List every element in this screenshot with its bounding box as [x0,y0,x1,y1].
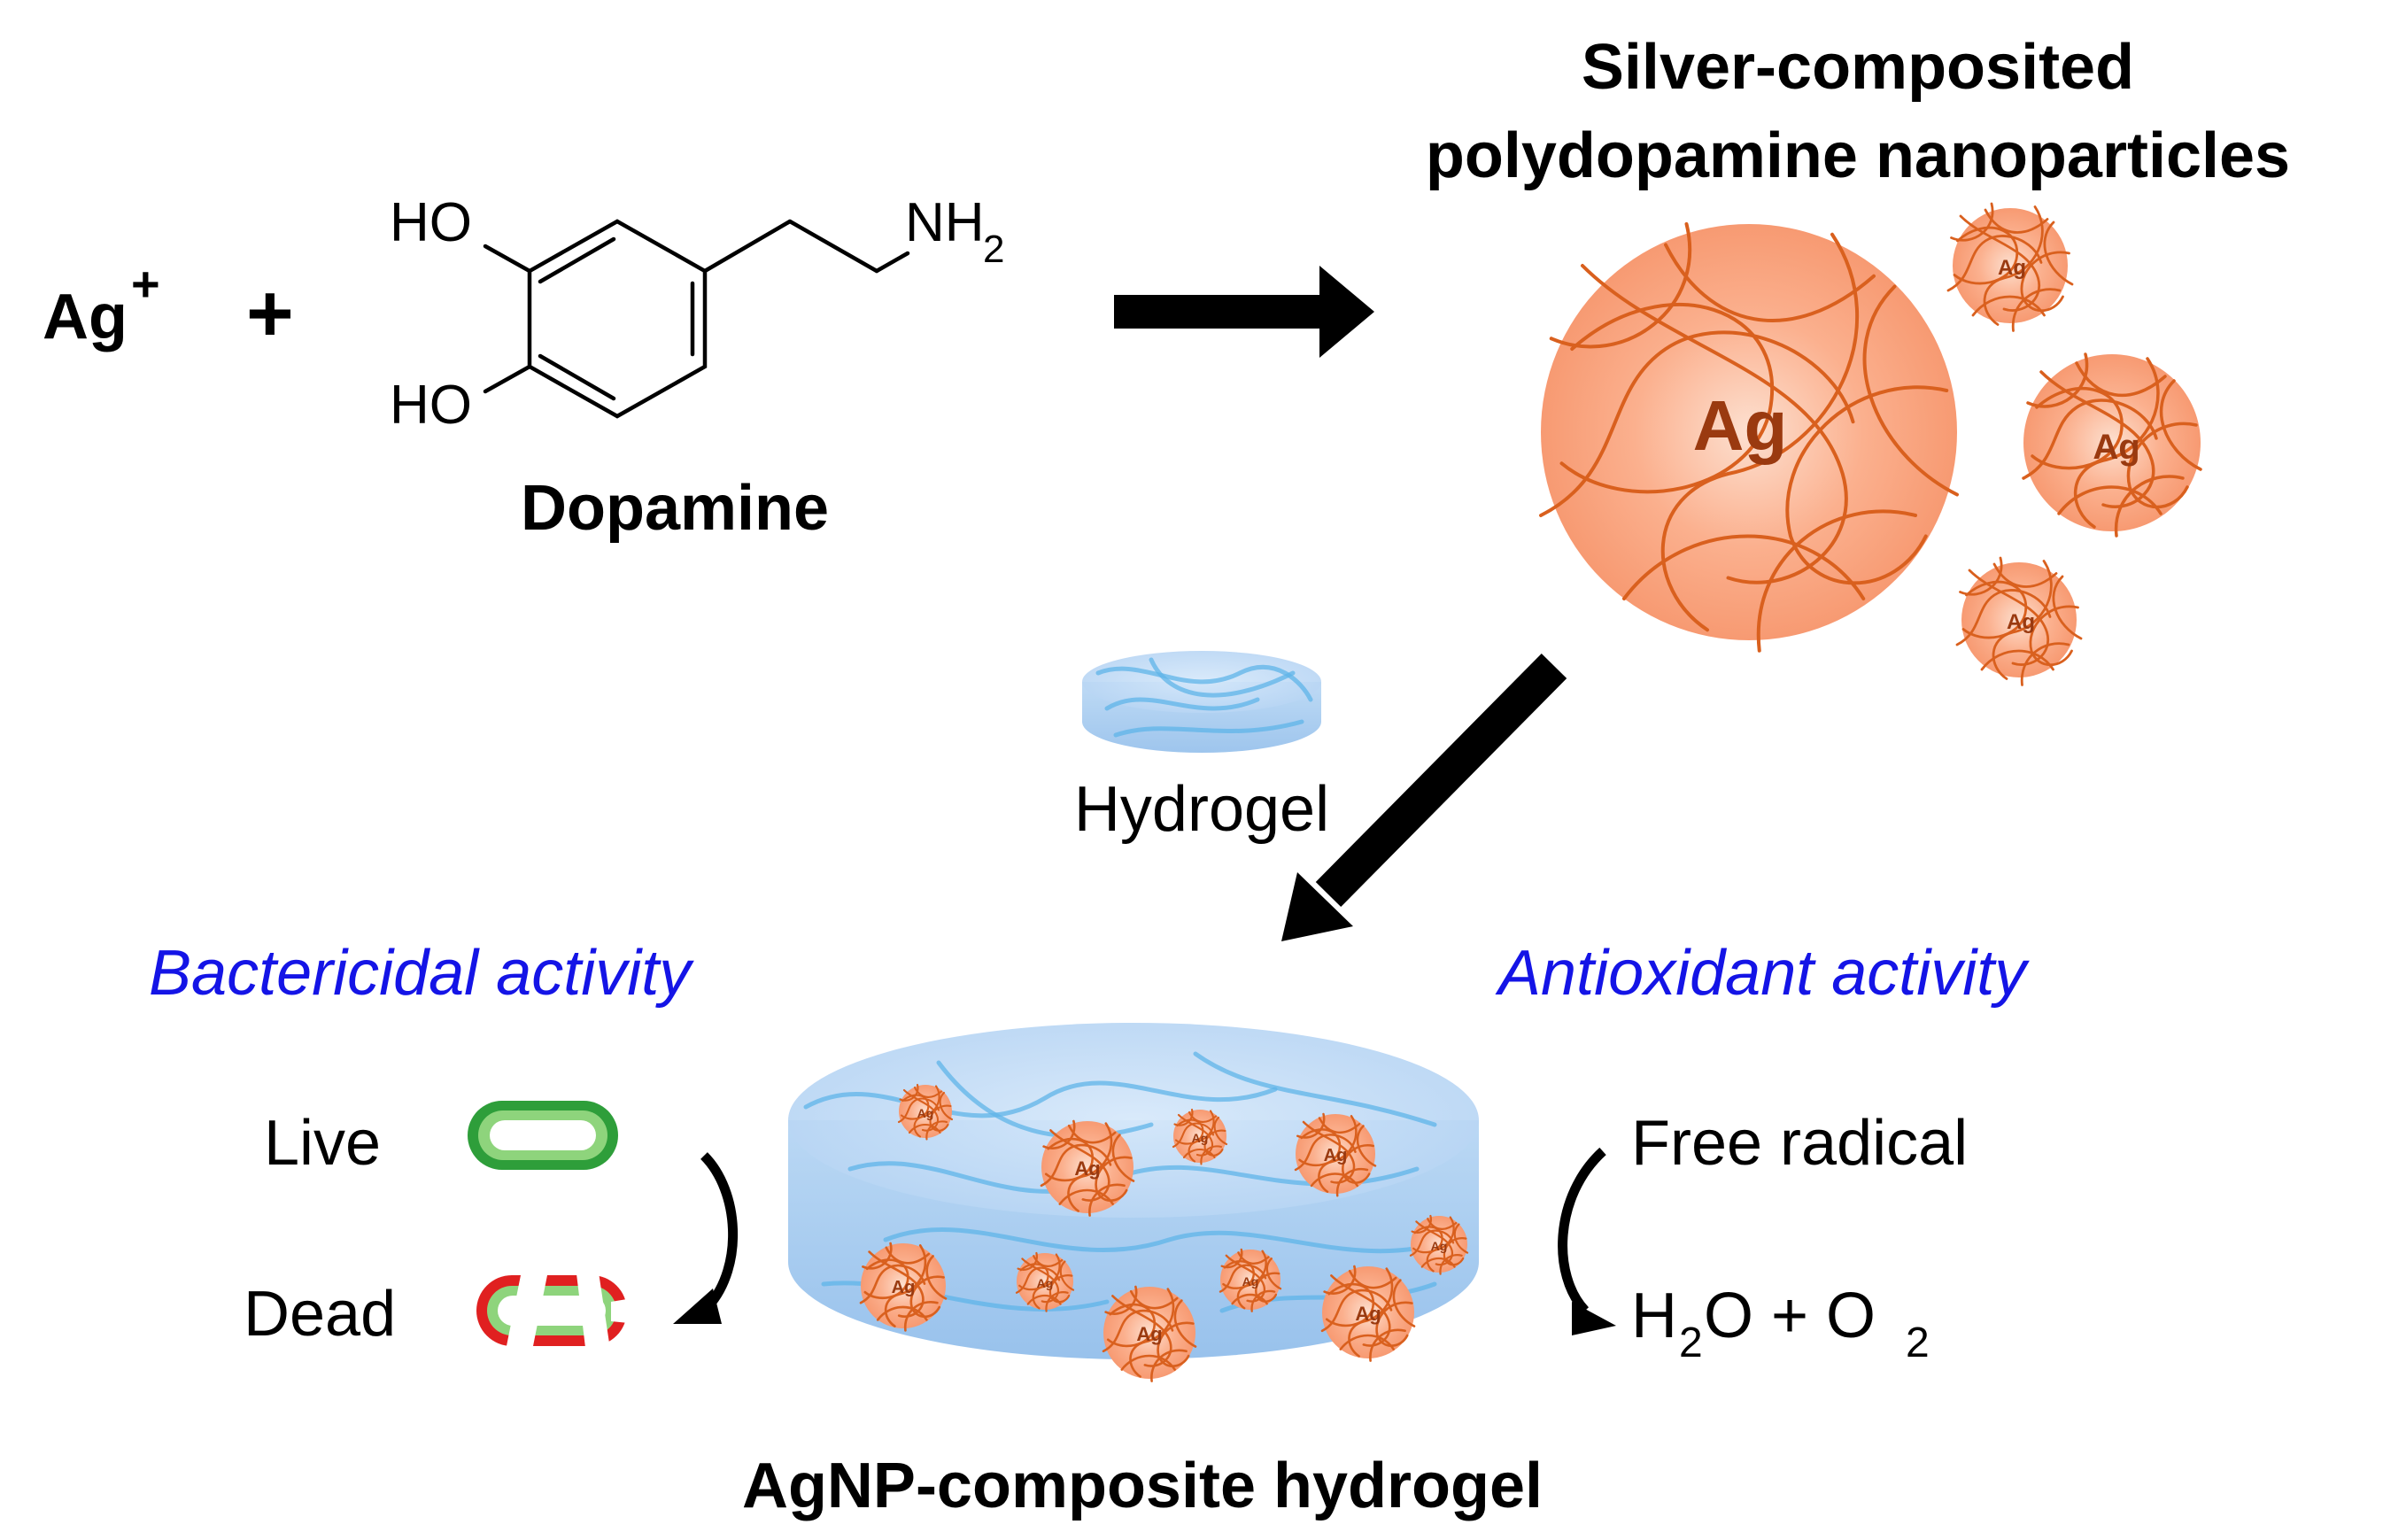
silver-ion-label: Ag [43,282,128,352]
composite-particle: Ag [1103,1286,1196,1381]
svg-text:Ag: Ag [917,1106,934,1120]
kill-arrow-head [673,1288,722,1324]
svg-text:Ag: Ag [1074,1157,1100,1180]
small-nanoparticle-1: Ag [1947,203,2073,331]
dopamine-structure [483,219,910,419]
live-label: Live [264,1108,381,1179]
svg-text:Ag: Ag [1192,1131,1209,1145]
amine-subscript: 2 [983,228,1004,271]
hydroxyl-top-label: HO [390,192,472,253]
dopamine-name: Dopamine [521,473,829,544]
small-particle-1-label: Ag [1998,256,2026,280]
product-title-line1: Silver-composited [1582,32,2134,103]
medium-particle-label: Ag [2093,428,2139,467]
composite-particle: Ag [1041,1120,1134,1216]
composite-particle: Ag [1410,1215,1468,1274]
svg-text:Ag: Ag [1431,1239,1448,1253]
silver-ion-charge: + [131,256,160,312]
product-title-line2: polydopamine nanoparticles [1426,120,2290,191]
scavenge-arrow-head [1572,1302,1616,1335]
svg-text:Ag: Ag [892,1278,916,1297]
plus-sign: + [246,268,294,359]
water-oxygen-sub1: 2 [1679,1319,1703,1366]
large-particle-label: Ag [1693,386,1788,465]
medium-nanoparticle: Ag [2023,353,2201,537]
composite-particle: Ag [1219,1249,1281,1312]
water-oxygen-label: H 2 O + O 2 [1631,1281,1930,1366]
water-oxygen-part1: H [1631,1281,1677,1351]
composite-particle: Ag [1016,1252,1074,1312]
composite-particle: Ag [860,1242,947,1331]
hydroxyl-bottom-label: HO [390,375,472,436]
dead-bacterium-icon [476,1266,638,1355]
svg-text:Ag: Ag [1355,1303,1381,1325]
composite-particle: Ag [1172,1109,1227,1165]
amine-label: NH [905,192,985,253]
composite-particle: Ag [898,1084,953,1140]
large-nanoparticle: Ag [1539,222,1959,652]
svg-text:Ag: Ag [1037,1276,1054,1290]
svg-text:Ag: Ag [1324,1146,1348,1165]
antioxidant-heading: Antioxidant activity [1495,938,2030,1009]
free-radical-label: Free radical [1631,1108,1968,1179]
composite-particle: Ag [1321,1265,1415,1361]
scavenge-arrow-curve [1558,1147,1606,1314]
svg-text:Ag: Ag [1242,1274,1259,1288]
hydrogel-disc-icon [1082,651,1321,753]
water-oxygen-sub2: 2 [1906,1319,1930,1366]
incorporation-arrow [1281,653,1567,941]
bactericidal-heading: Bactericidal activity [149,938,694,1009]
dead-label: Dead [244,1279,396,1350]
svg-text:Ag: Ag [1136,1323,1162,1345]
hydrogel-label: Hydrogel [1074,774,1329,845]
kill-arrow-curve [700,1152,739,1310]
small-particle-2-label: Ag [2007,610,2035,634]
composite-particles: Ag Ag Ag Ag Ag Ag Ag Ag Ag Ag [860,1084,1468,1381]
composite-particle: Ag [1295,1113,1376,1196]
composite-title: AgNP-composite hydrogel [742,1451,1543,1521]
small-nanoparticle-2: Ag [1956,557,2082,685]
live-bacterium-icon [468,1101,618,1170]
water-oxygen-part2: O + O [1704,1281,1876,1351]
reaction-arrow [1114,266,1374,358]
